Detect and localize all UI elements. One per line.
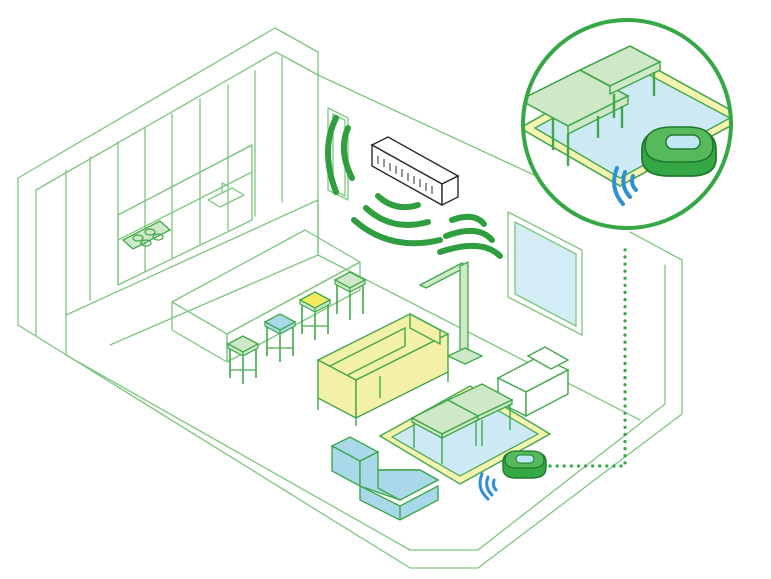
robot-vacuum-icon [502,450,547,479]
sofa-blue [330,436,440,521]
kitchen-cabinets [65,56,283,316]
stool-blue [263,313,297,362]
stool-green-2 [333,271,367,320]
floor-lamp [418,260,484,365]
armchair [496,346,570,418]
wifi-signal-icon [478,472,498,501]
bar-stools [226,271,367,384]
sofa-yellow [316,312,450,426]
stool-green-1 [226,335,260,384]
ac-airflow-waves [325,115,503,259]
room-shell [17,27,683,569]
coffee-tables [410,383,514,464]
stovetop [121,220,172,250]
sink [207,182,245,208]
kitchen-island [171,229,361,363]
zoom-inset [521,18,733,230]
window [507,210,583,337]
air-conditioner-icon [370,136,460,207]
stool-yellow [298,291,332,340]
